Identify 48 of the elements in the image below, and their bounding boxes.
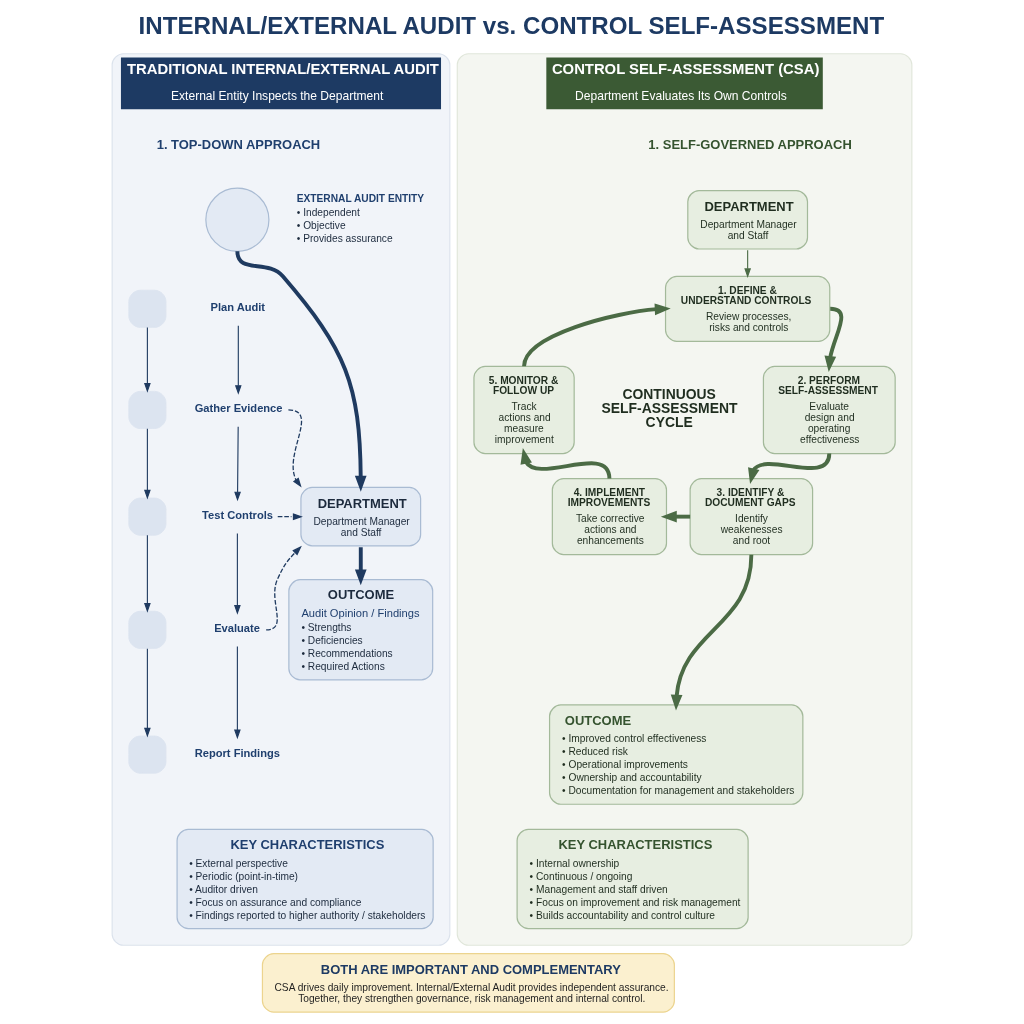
node-text: Report Findings [194,747,280,760]
node-box: 1. DEFINE & UNDERSTAND CONTROLS Review processes, risks and controls [664,275,831,342]
arrow [744,249,752,279]
node-box: 4. IMPLEMENT IMPROVEMENTS Take corrective actions and enhancements [551,478,668,556]
node-box: OUTCOME • Improved control effectiveness • Reduced risk • Operational improvements • Ownership and accountability • Documentation for management and stakeholders [548,704,804,805]
arrow [354,547,367,586]
node-label: • Independent [296,206,360,218]
node-box: KEY CHARACTERISTICS • External perspective • Periodic (point-in-time) • Auditor driven • Focus on assurance and compliance • Findings reported to higher authority / stakeholders [176,828,434,930]
node-box: OUTCOME Audit Opinion / Findings • Strengths • Deficiencies • Recommendations • Required Actions [288,579,434,681]
node-label: • Provides assurance [296,232,393,244]
arrow [144,648,151,738]
node-box: DEPARTMENT Department Manager and Staff [687,189,809,250]
arrow [144,326,151,393]
node-text: Evaluate [214,622,260,635]
label: CONTINUOUS SELF-ASSESSMENT CYCLE [601,386,738,431]
arrow [670,554,754,711]
node-box [128,497,167,536]
arrow [235,251,367,492]
arrow [287,409,303,488]
diagram-title: INTERNAL/EXTERNAL AUDIT vs. CONTROL SELF-ASSESSMENT [138,12,885,40]
label: 1. SELF-GOVERNED APPROACH [648,136,852,152]
arrow [144,428,151,500]
arrow [277,513,303,521]
node-text: Test Controls [202,509,273,522]
label: 1. TOP-DOWN APPROACH [156,136,321,152]
node-box: KEY CHARACTERISTICS • Internal ownership • Continuous / ongoing • Management and staff driven • Focus on improvement and risk management • Builds accountability and control culture [516,828,749,930]
node-box [128,289,167,328]
arrow [522,303,671,367]
node-box: 5. MONITOR & FOLLOW UP Track actions and measure improvement [473,365,575,455]
node-label: EXTERNAL AUDIT ENTITY [296,192,425,204]
node-box [128,735,167,774]
node-box [128,390,167,429]
arrow [234,325,242,395]
arrow [824,306,844,372]
arrow [660,510,691,523]
node-box: BOTH ARE IMPORTANT AND COMPLEMENTARY CSA drives daily improvement. Internal/External Audit provides independent assurance. Together, they strengthen governance, risk management and internal control. [261,953,675,1013]
node-label: • Objective [296,219,346,231]
node-text: Plan Audit [210,301,266,314]
node-circle [205,187,270,252]
arrow [144,534,151,613]
node-box: 2. PERFORM SELF-ASSESSMENT Evaluate design and operating effectiveness [762,365,896,455]
node-box [128,610,167,649]
node-box: DEPARTMENT Department Manager and Staff [300,486,422,547]
node-text: Gather Evidence [194,402,283,415]
node-box: 3. IDENTIFY & DOCUMENT GAPS Identify weakenesses and root [689,478,814,556]
arrow [234,532,241,615]
arrow [234,646,241,740]
arrow [234,426,241,502]
